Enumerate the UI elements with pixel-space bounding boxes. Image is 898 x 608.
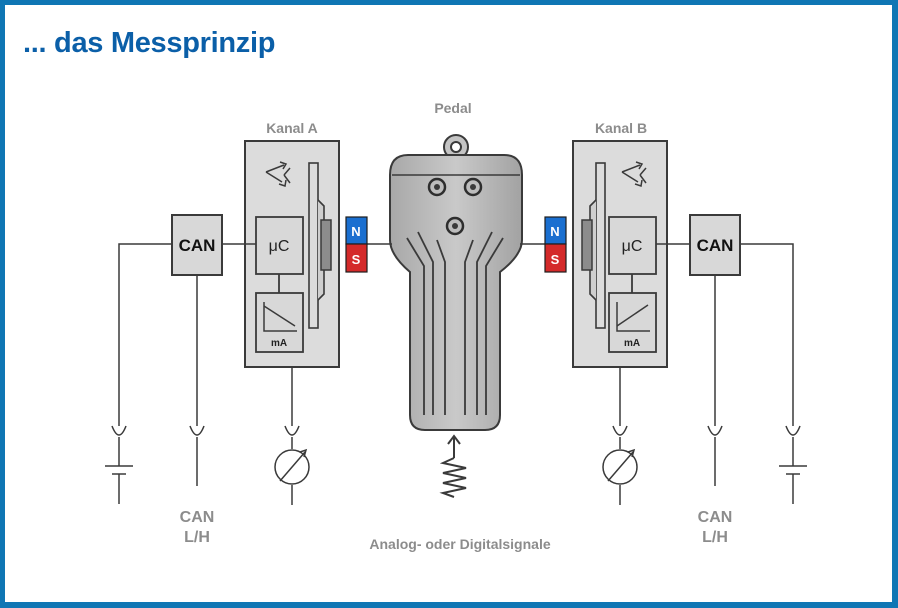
- can-controller-b-label: CAN: [697, 236, 734, 255]
- can-bus-a-label-line2: L/H: [184, 529, 210, 546]
- pedal-label: Pedal: [434, 100, 471, 116]
- can-controller-a-label: CAN: [179, 236, 216, 255]
- page-title: ... das Messprinzip: [23, 27, 276, 59]
- magnet-b: [544, 216, 567, 273]
- can-bus-b-label-line2: L/H: [702, 529, 728, 546]
- pedal: [389, 134, 523, 431]
- wiring-left: [105, 243, 310, 505]
- microcontroller-a: [255, 216, 304, 275]
- output-characteristic-rising-icon: [616, 302, 650, 332]
- return-spring: [439, 434, 467, 498]
- microcontroller-b: [608, 216, 657, 275]
- microcontroller-b-label: μC: [622, 238, 643, 255]
- bottom-caption: Analog- oder Digitalsignale: [369, 536, 550, 552]
- magnet-b-north: N: [550, 224, 559, 239]
- magnet-b-south: S: [551, 252, 560, 267]
- sensor-element-a: [308, 162, 332, 329]
- hall-sensor-icon: [621, 161, 647, 187]
- magnet-a-north: N: [351, 224, 360, 239]
- can-bus-a-label-line1: CAN: [180, 509, 215, 526]
- magnet-a-south: S: [352, 252, 361, 267]
- magnet-a: [345, 216, 368, 273]
- kanal-b-label: Kanal B: [595, 120, 647, 136]
- analog-output-a-unit: mA: [271, 338, 287, 349]
- can-controller-b: [689, 214, 741, 276]
- wiring-right: [602, 243, 807, 505]
- can-bus-b-label-line1: CAN: [698, 509, 733, 526]
- microcontroller-a-label: μC: [269, 238, 290, 255]
- output-characteristic-falling-icon: [263, 302, 297, 332]
- analog-output-b-unit: mA: [624, 338, 640, 349]
- hall-sensor-icon: [265, 161, 291, 187]
- can-controller-a: [171, 214, 223, 276]
- kanal-a-label: Kanal A: [266, 120, 318, 136]
- sensor-element-b: [581, 162, 606, 329]
